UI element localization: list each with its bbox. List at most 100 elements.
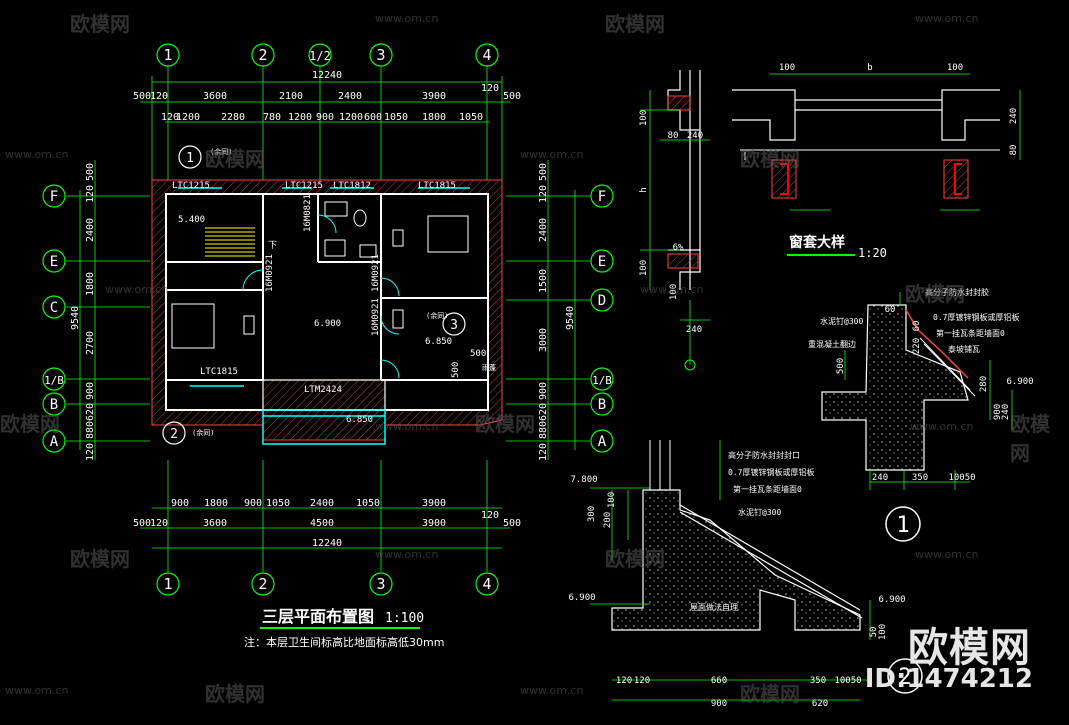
- svg-text:120: 120: [85, 185, 96, 203]
- svg-text:3900: 3900: [422, 91, 446, 102]
- watermark-url: www.om.cn: [520, 684, 584, 697]
- svg-text:第一挂瓦条距墙面0: 第一挂瓦条距墙面0: [936, 328, 1005, 338]
- svg-text:620: 620: [85, 403, 96, 421]
- svg-text:雨蓬: 雨蓬: [482, 363, 496, 372]
- plan-note: 注：本层卫生间标高比地面标高低30mm: [244, 635, 444, 649]
- svg-text:120: 120: [150, 91, 168, 102]
- svg-text:500: 500: [451, 362, 461, 378]
- watermark-url: www.om.cn: [910, 420, 974, 433]
- door-label: 16M0821: [303, 194, 313, 232]
- svg-text:1800: 1800: [204, 498, 228, 509]
- svg-text:500: 500: [836, 358, 846, 374]
- watermark-logo: 欧模网: [70, 12, 130, 36]
- svg-text:水泥钉@300: 水泥钉@300: [738, 507, 781, 517]
- watermark-logo: 欧模网: [475, 412, 535, 436]
- axis-y-A-right: A: [598, 434, 607, 450]
- svg-text:0.7厚镀锌钢板或厚铝板: 0.7厚镀锌钢板或厚铝板: [728, 467, 814, 477]
- plan-title: 三层平面布置图: [262, 607, 374, 626]
- top-axis-labels: 1 2 1/2 3 4: [163, 46, 491, 64]
- svg-text:1500: 1500: [538, 269, 549, 293]
- svg-text:3600: 3600: [203, 518, 227, 529]
- svg-text:2: 2: [258, 575, 267, 593]
- axis-y-B-right: B: [598, 397, 606, 413]
- svg-text:100: 100: [669, 284, 679, 300]
- svg-text:100: 100: [947, 63, 963, 73]
- svg-text:h: h: [639, 187, 649, 192]
- svg-text:200: 200: [603, 512, 613, 528]
- svg-text:100: 100: [607, 492, 617, 508]
- svg-text:900: 900: [85, 382, 96, 400]
- svg-text:1200: 1200: [176, 112, 200, 123]
- window-label: LTM2424: [304, 385, 342, 395]
- detail-2: 高分子防水封封封口 0.7厚镀锌钢板或厚铝板 第一挂瓦条距墙面0 水泥钉@300…: [568, 440, 923, 709]
- svg-text:9540: 9540: [70, 306, 81, 330]
- watermark-url: www.om.cn: [5, 684, 69, 697]
- window-detail-scale: 1:20: [858, 246, 887, 260]
- svg-text:350: 350: [912, 473, 928, 483]
- axis-y-B-left: B: [50, 397, 58, 413]
- svg-text:(余同): (余同): [210, 147, 232, 156]
- window-label: LTC1215: [285, 181, 323, 191]
- axis-y-E-left: E: [50, 254, 58, 270]
- svg-text:120: 120: [161, 112, 179, 123]
- stair: [205, 227, 255, 257]
- axis-y-C-left: C: [50, 300, 58, 316]
- svg-text:高分子防水封封封口: 高分子防水封封封口: [728, 450, 800, 460]
- plan-bottom-total: 12240: [312, 538, 342, 549]
- svg-text:第一挂瓦条距墙面0: 第一挂瓦条距墙面0: [733, 484, 802, 494]
- window-label: LTC1815: [200, 367, 238, 377]
- axis-x-2: 2: [258, 46, 267, 64]
- doors: [242, 214, 400, 379]
- level-label: 6.900: [314, 319, 341, 329]
- svg-text:2700: 2700: [85, 331, 96, 355]
- svg-text:220: 220: [912, 338, 922, 354]
- svg-text:100: 100: [639, 260, 649, 276]
- detail-1: 高分子防水封封胶 0.7厚镀锌钢板或厚铝板 第一挂瓦条距墙面0 水泥钉@300 …: [808, 287, 1034, 542]
- svg-text:120: 120: [481, 510, 499, 521]
- section-marker-3: 3: [450, 318, 458, 333]
- watermark-logo: 欧模网: [205, 147, 265, 171]
- svg-text:900: 900: [538, 382, 549, 400]
- watermark-url: www.om.cn: [375, 12, 439, 25]
- svg-text:9540: 9540: [565, 306, 576, 330]
- axis-y-F-right: F: [598, 189, 606, 205]
- svg-text:120: 120: [481, 83, 499, 94]
- svg-text:4500: 4500: [310, 518, 334, 529]
- section-marker-2: 2: [170, 427, 178, 442]
- svg-text:240: 240: [1001, 404, 1011, 420]
- svg-text:1050: 1050: [356, 498, 380, 509]
- detail-1-number: 1: [896, 513, 909, 538]
- svg-text:2400: 2400: [310, 498, 334, 509]
- svg-text:1050: 1050: [384, 112, 408, 123]
- svg-text:900: 900: [171, 498, 189, 509]
- svg-text:240: 240: [1009, 108, 1019, 124]
- plan-top-total: 12240: [312, 70, 342, 81]
- svg-text:1: 1: [163, 575, 172, 593]
- model-id: ID:1474212: [864, 664, 1033, 694]
- svg-text:300: 300: [587, 506, 597, 522]
- svg-text:50: 50: [869, 627, 879, 638]
- svg-text:3000: 3000: [538, 328, 549, 352]
- svg-text:60: 60: [912, 321, 922, 332]
- axis-y-1B-left: 1/B: [44, 374, 64, 387]
- axis-y-E-right: E: [598, 254, 606, 270]
- svg-text:(余同): (余同): [192, 428, 214, 437]
- svg-text:60: 60: [885, 305, 896, 315]
- svg-text:3600: 3600: [203, 91, 227, 102]
- door-label: 16M0921: [371, 254, 381, 292]
- svg-text:3900: 3900: [422, 518, 446, 529]
- floor-plan: 1 2 1/2 3 4 12240 500 120 3600 2 100 2400…: [42, 43, 614, 649]
- svg-text:100: 100: [878, 624, 888, 640]
- svg-text:120: 120: [616, 676, 632, 686]
- section-marker-1: 1: [186, 151, 194, 166]
- svg-text:高分子防水封封胶: 高分子防水封封胶: [925, 287, 989, 297]
- watermark-logo: 欧模网: [1010, 412, 1050, 465]
- watermark-url: www.om.cn: [915, 548, 979, 561]
- window-detail: 100 80 240 h 6% 100 100 240: [639, 63, 1021, 371]
- svg-text:500: 500: [538, 163, 549, 181]
- level-label: 6.850: [346, 415, 373, 425]
- svg-text:120: 120: [538, 185, 549, 203]
- svg-text:500: 500: [470, 349, 486, 359]
- svg-text:2400: 2400: [538, 218, 549, 242]
- svg-text:下: 下: [268, 241, 277, 251]
